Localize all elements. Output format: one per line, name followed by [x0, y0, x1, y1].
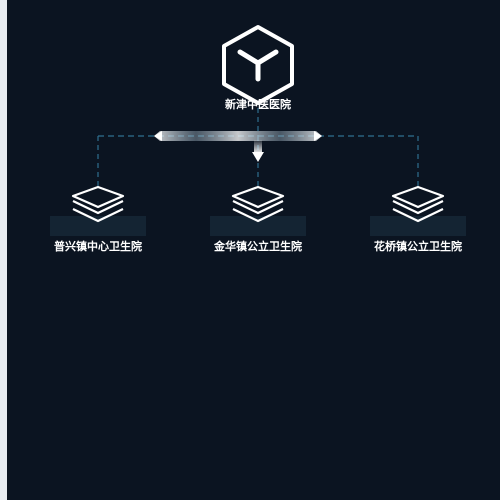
left-arrow-tip-icon	[154, 131, 162, 141]
child-node-label: 金华镇公立卫生院	[213, 239, 302, 253]
root-node-label: 新津中医医院	[225, 97, 291, 111]
child-node: 金华镇公立卫生院	[210, 185, 306, 253]
layers-icon	[391, 185, 445, 223]
label-plate	[210, 216, 306, 236]
page-left-edge	[0, 0, 7, 500]
label-plate	[50, 216, 146, 236]
down-flow-beam	[254, 140, 262, 154]
layers-icon	[231, 185, 285, 223]
right-arrow-tip-icon	[314, 131, 322, 141]
down-arrow-tip-icon	[252, 152, 264, 162]
horizontal-flow-beam	[154, 131, 322, 141]
root-node: 新津中医医院	[222, 25, 294, 111]
label-plate	[370, 216, 466, 236]
layers-icon	[71, 185, 125, 223]
flow-beams	[154, 131, 322, 162]
child-node: 花桥镇公立卫生院	[370, 185, 466, 253]
cube-icon	[222, 25, 294, 105]
child-node-label: 普兴镇中心卫生院	[54, 239, 142, 253]
child-node-label: 花桥镇公立卫生院	[374, 239, 462, 253]
child-node: 普兴镇中心卫生院	[50, 185, 146, 253]
